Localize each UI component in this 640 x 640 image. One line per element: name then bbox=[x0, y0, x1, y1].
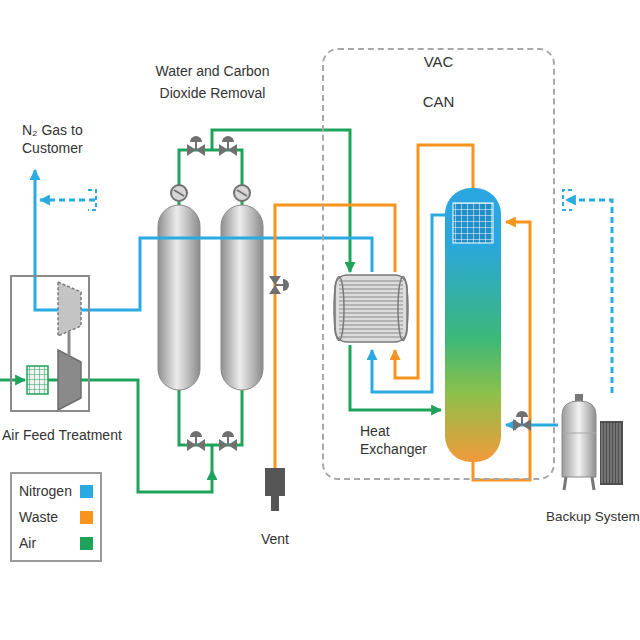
node-caption: Backup System bbox=[546, 508, 613, 526]
distillation-column-part bbox=[566, 200, 612, 393]
backup-system-outline-part bbox=[564, 477, 566, 490]
backup-system-outline-part bbox=[605, 423, 606, 483]
node-heading: Water and Carbon Dioxide Removal bbox=[145, 60, 280, 104]
feed-treatment-box: Air Feed Treatment bbox=[10, 275, 90, 412]
distillation-column-part bbox=[350, 345, 441, 410]
adsorber-vessels-part bbox=[211, 445, 214, 470]
distillation-column-part bbox=[453, 203, 493, 243]
output-label: N₂ Gas to Customer bbox=[22, 121, 102, 157]
backup-system-outline-part bbox=[614, 423, 615, 483]
adsorber-vessels-part bbox=[187, 431, 205, 451]
heat-exchanger-outline bbox=[330, 272, 412, 345]
vacuum-can: VAC CANHeat Exchanger bbox=[322, 48, 555, 480]
adsorber-vessels-part bbox=[219, 431, 237, 451]
legend-swatch bbox=[80, 511, 93, 524]
heat-exchanger-outline-part bbox=[339, 289, 403, 290]
backup-system-outline-part bbox=[562, 401, 596, 477]
legend-row: Nitrogen bbox=[19, 478, 93, 504]
backup-system-outline-part bbox=[620, 423, 621, 483]
legend-row: Waste bbox=[19, 504, 93, 530]
legend-text: Air bbox=[19, 534, 36, 552]
heat-exchanger-outline-part bbox=[334, 277, 344, 341]
heat-exchanger-outline-part bbox=[339, 285, 403, 286]
adsorber-vessels-part bbox=[179, 150, 242, 205]
backup-system-outline-part bbox=[611, 423, 612, 483]
air-line bbox=[280, 130, 350, 272]
feed-treatment-equipment-part bbox=[40, 199, 95, 202]
legend-text: Nitrogen bbox=[19, 482, 72, 500]
heat-exchanger-outline-part bbox=[339, 297, 403, 298]
feed-treatment-equipment-part bbox=[27, 366, 48, 394]
heat-exchanger-outline-part bbox=[339, 301, 403, 302]
heat-exchanger: Heat Exchanger bbox=[330, 272, 412, 345]
adsorber-group: Water and Carbon Dioxide Removal bbox=[145, 60, 280, 470]
backup-system-outline-part bbox=[602, 423, 603, 483]
backup-system-outline bbox=[558, 393, 625, 492]
feed-treatment-equipment-part bbox=[68, 332, 71, 356]
backup-system: Backup System bbox=[558, 393, 625, 492]
legend-swatch bbox=[80, 485, 93, 498]
feed-treatment-equipment-part bbox=[35, 170, 58, 310]
legend-swatch bbox=[80, 537, 93, 550]
vent-valve bbox=[269, 276, 289, 294]
backup-system-outline-part bbox=[608, 423, 609, 483]
adsorber-vessels-part bbox=[187, 136, 205, 156]
heat-exchanger-outline-part bbox=[339, 305, 403, 306]
adsorber-vessels bbox=[158, 130, 280, 470]
adsorber-vessels-part bbox=[219, 136, 237, 156]
adsorber-vessels-part bbox=[221, 205, 263, 390]
adsorber-vessels-part bbox=[237, 190, 247, 196]
backup-system-outline-part bbox=[575, 394, 583, 401]
legend-text: Waste bbox=[19, 508, 58, 526]
backup-system-outline-part bbox=[562, 433, 596, 434]
adsorber-vessels-part bbox=[158, 205, 200, 390]
heat-exchanger-outline-part bbox=[398, 277, 408, 341]
nitrogen-line bbox=[90, 238, 372, 310]
backup-system-outline-part bbox=[617, 423, 618, 483]
air-line bbox=[90, 380, 212, 492]
node-caption: Air Feed Treatment bbox=[2, 426, 78, 444]
heat-exchanger-outline-part bbox=[339, 329, 403, 330]
backup-system-outline-part bbox=[600, 421, 623, 485]
feed-treatment-equipment-part bbox=[88, 190, 96, 210]
distillation-column-part bbox=[453, 203, 493, 243]
adsorber-vessels-part bbox=[174, 190, 184, 196]
backup-system-outline-part bbox=[592, 477, 594, 490]
heat-exchanger-outline-part bbox=[339, 281, 403, 282]
adsorber-vessels-part bbox=[234, 185, 250, 201]
feed-treatment-equipment-part bbox=[48, 379, 58, 382]
adsorber-vessels-part bbox=[171, 185, 187, 201]
heat-exchanger-outline-part bbox=[339, 317, 403, 318]
feed-treatment-equipment-part bbox=[58, 350, 81, 410]
vent-nozzle-outline-part bbox=[265, 468, 285, 511]
feed-treatment-equipment-part bbox=[27, 366, 48, 394]
vent-nozzle-outline bbox=[263, 468, 287, 512]
feed-treatment-equipment-part bbox=[58, 282, 81, 336]
heat-exchanger-outline-part bbox=[339, 325, 403, 326]
distillation-column-part bbox=[445, 188, 501, 462]
legend-row: Air bbox=[19, 530, 93, 556]
node-caption: Heat Exchanger bbox=[360, 422, 436, 458]
node-heading: VAC CAN bbox=[413, 42, 465, 122]
heat-exchanger-outline-part bbox=[339, 337, 403, 338]
heat-exchanger-outline-part bbox=[339, 333, 403, 334]
heat-exchanger-outline-part bbox=[339, 309, 403, 310]
heat-exchanger-outline-part bbox=[339, 321, 403, 322]
heat-exchanger-outline-part bbox=[335, 275, 407, 342]
node-caption: Vent bbox=[253, 530, 297, 548]
feed-treatment-equipment bbox=[0, 170, 96, 410]
heat-exchanger-outline-part bbox=[339, 313, 403, 314]
distillation-column-part bbox=[563, 190, 572, 210]
vent-nozzle: Vent bbox=[263, 468, 287, 512]
distillation-column-part bbox=[513, 411, 531, 431]
heat-exchanger-outline-part bbox=[339, 293, 403, 294]
feed-treatment-equipment-part bbox=[0, 379, 25, 382]
legend-box: NitrogenWasteAir bbox=[10, 472, 102, 562]
